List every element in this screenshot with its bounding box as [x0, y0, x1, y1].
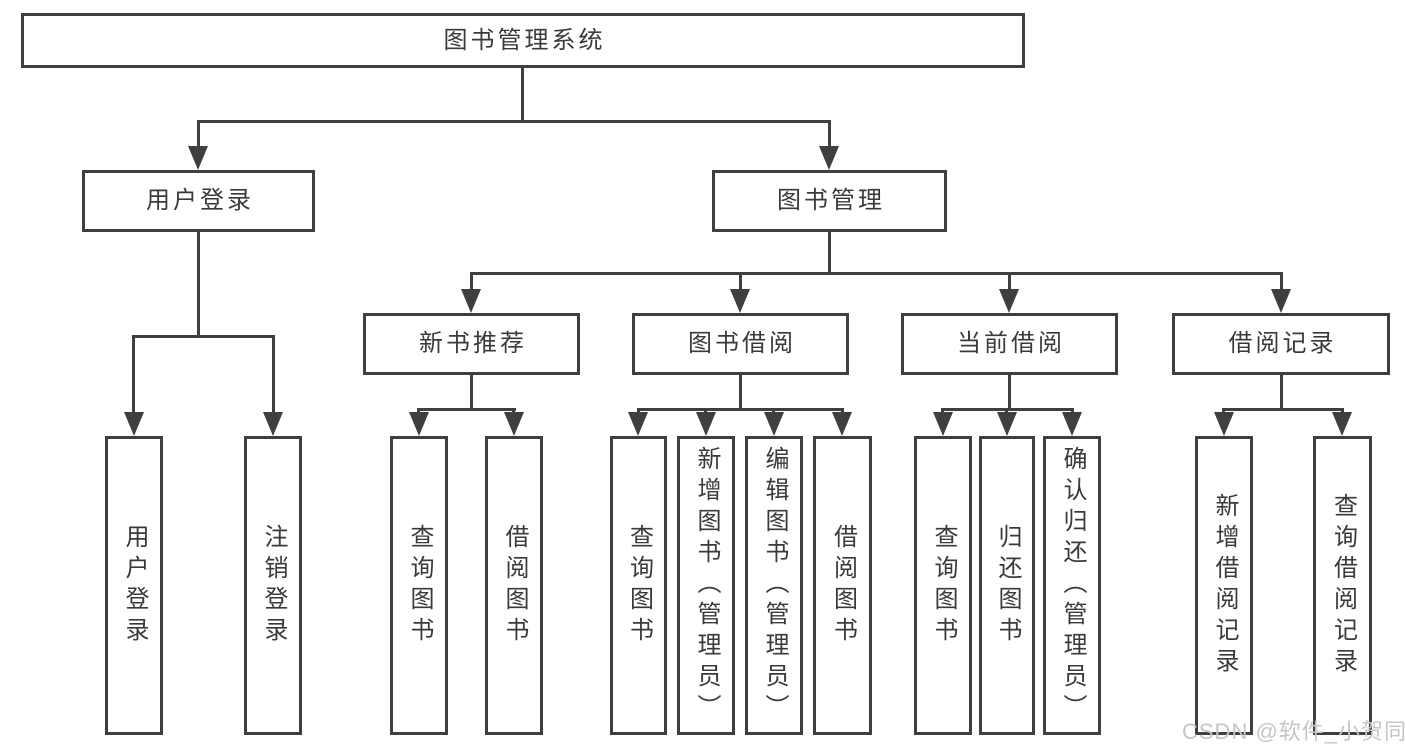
edge-userlogin-stem — [197, 232, 200, 338]
csdn-watermark: CSDN @软件_小贺同学 — [1182, 719, 1405, 744]
leaf-recommend-borrow-books: 借阅图书 — [485, 436, 543, 735]
node-book-borrow-label: 图书借阅 — [688, 330, 796, 357]
leaf-return-books: 归还图书 — [979, 436, 1035, 735]
edge-borrowrecords-bar — [1222, 408, 1344, 411]
leaf-user-login-label: 用户登录 — [121, 523, 148, 648]
node-book-borrow: 图书借阅 — [632, 313, 849, 375]
edge-borrowrecords-stem — [1280, 375, 1283, 411]
arrow-down-icon — [1062, 412, 1082, 436]
leaf-recommend-query-books-label: 查询图书 — [406, 523, 433, 648]
edge-drop-new-books — [470, 272, 473, 292]
leaf-current-query-books-label: 查询图书 — [930, 523, 957, 648]
edge-newbooks-bar — [417, 408, 516, 411]
edge-currentborrow-stem — [1008, 375, 1011, 411]
edge-drop-leaf — [272, 335, 275, 415]
arrow-down-icon — [188, 146, 208, 170]
leaf-add-borrow-record-label: 新增借阅记录 — [1211, 492, 1238, 679]
node-borrow-records: 借阅记录 — [1172, 313, 1390, 375]
leaf-add-book-admin-label: 新增图书（管理员） — [693, 446, 720, 725]
node-borrow-records-label: 借阅记录 — [1228, 330, 1337, 357]
arrow-down-icon — [730, 289, 750, 313]
leaf-edit-book-admin-label: 编辑图书（管理员） — [761, 446, 788, 725]
leaf-borrow-query-books-label: 查询图书 — [625, 523, 653, 648]
node-root-label: 图书管理系统 — [443, 26, 606, 54]
edge-bookmgmt-stem — [828, 232, 831, 275]
edge-drop-current-borrow — [1008, 272, 1011, 292]
arrow-down-icon — [832, 412, 852, 436]
leaf-logout-label: 注销登录 — [260, 523, 287, 648]
leaf-confirm-return-admin: 确认归还（管理员） — [1043, 436, 1101, 735]
edge-userlogin-bar — [132, 335, 275, 338]
edge-drop-borrow-records — [1280, 272, 1283, 292]
node-current-borrow-label: 当前借阅 — [957, 330, 1065, 357]
arrow-down-icon — [461, 289, 481, 313]
edge-bookborrow-bar — [637, 408, 844, 411]
arrow-down-icon — [124, 412, 144, 436]
arrow-down-icon — [696, 412, 716, 436]
node-new-books: 新书推荐 — [363, 313, 580, 375]
edge-root-bar — [197, 120, 831, 123]
leaf-query-borrow-record: 查询借阅记录 — [1313, 436, 1372, 735]
edge-drop-book-borrow — [739, 272, 742, 292]
leaf-edit-book-admin: 编辑图书（管理员） — [745, 436, 803, 735]
leaf-borrow-query-books: 查询图书 — [610, 436, 667, 735]
edge-drop-user-login — [197, 120, 200, 148]
arrow-down-icon — [999, 289, 1019, 313]
leaf-borrow-borrow-books-label: 借阅图书 — [829, 523, 857, 648]
node-current-borrow: 当前借阅 — [901, 313, 1118, 375]
node-user-login: 用户登录 — [82, 170, 315, 232]
edge-bookmgmt-bar — [470, 272, 1283, 275]
node-book-mgmt: 图书管理 — [712, 170, 947, 232]
edge-root-stem — [521, 68, 524, 123]
arrow-down-icon — [997, 412, 1017, 436]
edge-drop-book-mgmt — [828, 120, 831, 148]
leaf-query-borrow-record-label: 查询借阅记录 — [1329, 492, 1357, 679]
arrow-down-icon — [1332, 412, 1352, 436]
arrow-down-icon — [263, 412, 283, 436]
arrow-down-icon — [1271, 289, 1291, 313]
leaf-recommend-borrow-books-label: 借阅图书 — [501, 523, 528, 648]
arrow-down-icon — [628, 412, 648, 436]
node-root: 图书管理系统 — [21, 13, 1025, 68]
leaf-current-query-books: 查询图书 — [914, 436, 972, 735]
node-user-login-label: 用户登录 — [146, 187, 254, 214]
arrow-down-icon — [819, 146, 839, 170]
node-book-mgmt-label: 图书管理 — [777, 187, 885, 214]
arrow-down-icon — [1214, 412, 1234, 436]
arrow-down-icon — [933, 412, 953, 436]
arrow-down-icon — [504, 412, 524, 436]
node-new-books-label: 新书推荐 — [419, 330, 527, 357]
leaf-user-login: 用户登录 — [105, 436, 163, 735]
leaf-add-book-admin: 新增图书（管理员） — [677, 436, 735, 735]
leaf-logout: 注销登录 — [244, 436, 302, 735]
edge-drop-leaf — [132, 335, 135, 415]
arrow-down-icon — [409, 412, 429, 436]
edge-bookborrow-stem — [739, 375, 742, 411]
leaf-return-books-label: 归还图书 — [994, 523, 1021, 648]
arrow-down-icon — [764, 412, 784, 436]
leaf-add-borrow-record: 新增借阅记录 — [1195, 436, 1253, 735]
edge-newbooks-stem — [470, 375, 473, 411]
leaf-recommend-query-books: 查询图书 — [390, 436, 448, 735]
leaf-confirm-return-admin-label: 确认归还（管理员） — [1059, 446, 1086, 725]
leaf-borrow-borrow-books: 借阅图书 — [813, 436, 872, 735]
